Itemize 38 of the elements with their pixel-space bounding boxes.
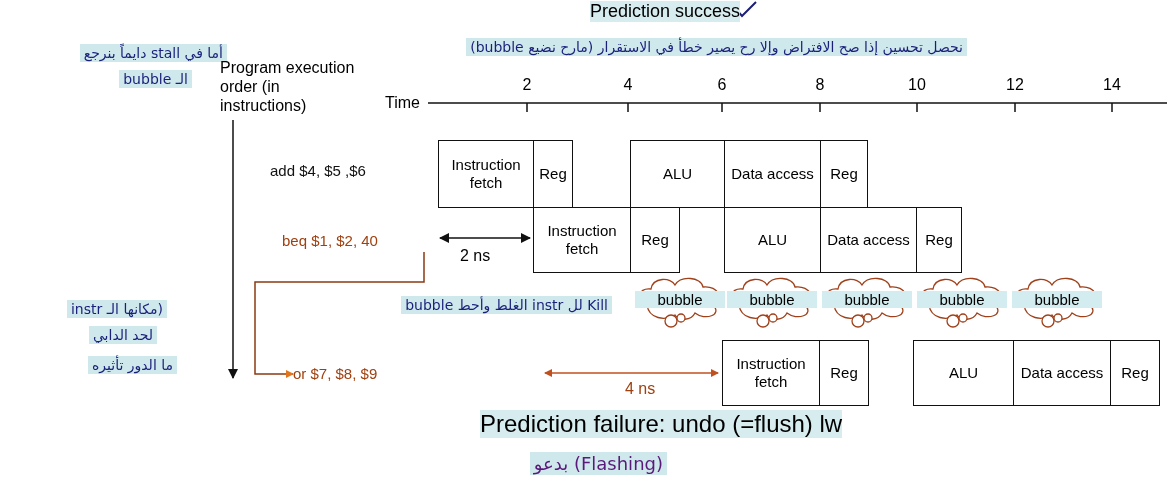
handwritten-note: (Flashing) بدعو <box>529 452 667 475</box>
instruction-text: add $4, $5 ,$6 <box>270 160 430 182</box>
tick-label: 14 <box>1102 76 1122 94</box>
handwritten-note: ما الدور تأثيره <box>87 356 177 374</box>
handwritten-note: (مكانها الـ instr <box>66 300 167 318</box>
tick-label: 2 <box>521 76 533 94</box>
tick-label: 4 <box>622 76 634 94</box>
dimension-label: 4 ns <box>625 380 656 398</box>
pipeline-stage-box: ALU <box>724 207 821 273</box>
pipeline-stage-box: Reg <box>819 340 869 406</box>
handwritten-note: Kill لل instr الغلط وأحط bubble <box>401 296 612 314</box>
tick-label: 6 <box>716 76 728 94</box>
pipeline-stage-box: Data access <box>820 207 917 273</box>
caption-text: Prediction failure: undo (=flush) lw <box>480 410 843 438</box>
pipeline-stage-box: Reg <box>820 140 868 208</box>
pipeline-stage-box: Instruction fetch <box>533 207 631 273</box>
handwritten-note: لحد الدابي <box>88 326 157 344</box>
handwritten-note: الـ bubble <box>119 70 192 88</box>
handwritten-note: أما في stall دايماً بنرجع <box>79 44 227 62</box>
tick-label: 12 <box>1005 76 1025 94</box>
pipeline-stage-box: Reg <box>533 140 573 208</box>
pipeline-stage-box: Reg <box>916 207 962 273</box>
pipeline-stage-box: ALU <box>913 340 1014 406</box>
branch-arrow <box>254 251 425 378</box>
instruction-text: beq $1, $2, 40 <box>282 230 432 252</box>
instruction-text: or $7, $8, $9 <box>293 363 403 385</box>
pipeline-stage-box: Instruction fetch <box>722 340 820 406</box>
tick-label: 8 <box>814 76 826 94</box>
axis-label: Time <box>385 94 420 112</box>
pipeline-stage-box: ALU <box>630 140 725 208</box>
dimension-label: 2 ns <box>460 247 491 265</box>
heading: Prediction success <box>590 1 741 22</box>
pipeline-stage-box: Reg <box>630 207 680 273</box>
pipeline-stage-box: Reg <box>1110 340 1160 406</box>
pipeline-stage-box: Instruction fetch <box>438 140 534 208</box>
pipeline-stage-box: Data access <box>1013 340 1111 406</box>
handwritten-note: نحصل تحسين إذا صح الافتراض وإلا رح يصير خطأ في الاستقرار (مارح نضيع bubble) <box>466 38 967 56</box>
tick-label: 10 <box>907 76 927 94</box>
